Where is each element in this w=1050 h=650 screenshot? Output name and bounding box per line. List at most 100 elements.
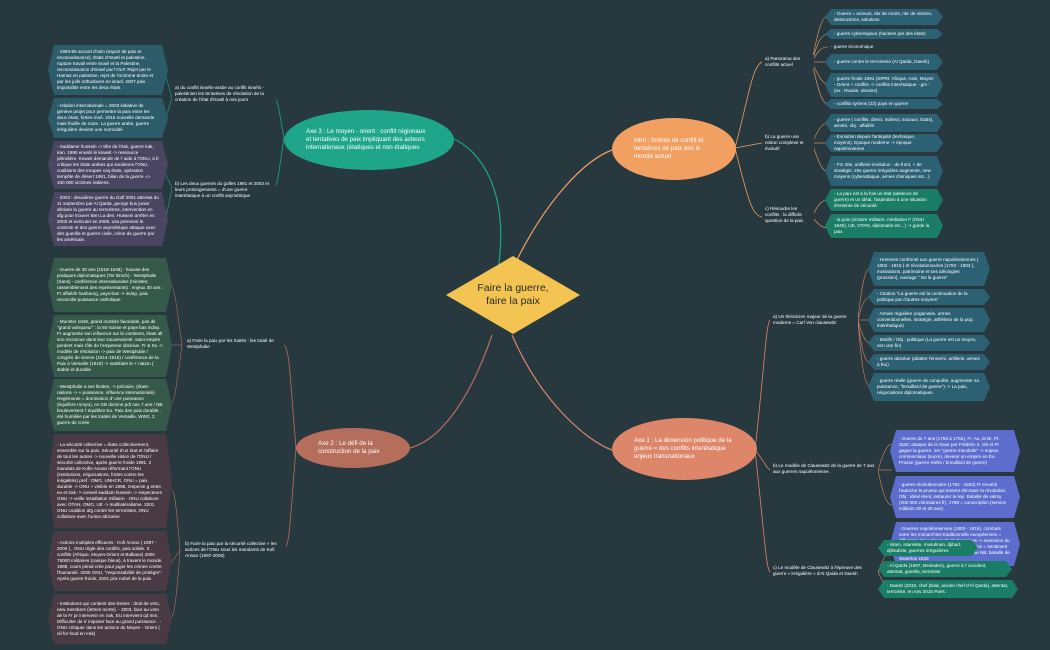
intro-branch-b[interactable]: b) La guerre une notion complexe et évol…: [762, 133, 814, 153]
axe1-leaf-a6-text: - guerre réelle (guerre de conquête, aug…: [877, 378, 979, 395]
axe2-leaf-b1[interactable]: - La sécurité collective = états collect…: [48, 434, 172, 528]
axe1-branch-c[interactable]: c) Le modèle de Clausewitz à l'épreuve d…: [770, 564, 878, 578]
intro-leaf-b3-text: - Fin 20e, artillerie évolution - de fro…: [834, 162, 931, 179]
intro-leaf-a5-text: - guerre froide 1991 (SIPRI: Afrique, As…: [834, 76, 934, 93]
axe2-leaf-a2-text: - Munster 1648, grand nombre favorable, …: [57, 319, 163, 372]
axe1-leaf-b1[interactable]: - Guerre de 7 ans (1756 à 1763), Fr, Au,…: [890, 430, 1020, 472]
axe1-leaf-a1[interactable]: - Hommes confronté aux guerre napoléonie…: [868, 252, 990, 286]
connector-intro-c: [734, 147, 763, 218]
axe1-branch-a-label: a) Un théoricien majeur de la guerre mod…: [773, 314, 847, 325]
axe2-leaf-b2[interactable]: - Actions multiples efficaces : Kofi Ann…: [48, 531, 172, 591]
axe3-leaf-a2[interactable]: - relation internationale = 2003 initiat…: [48, 98, 168, 138]
topic-intro[interactable]: intro : formes de conflit et tentatives …: [612, 118, 736, 180]
connector-axe2-b: [283, 447, 297, 551]
intro-leaf-a3[interactable]: - guerre économique: [828, 43, 908, 51]
axe2-leaf-b1-text: - La sécurité collective = états collect…: [57, 442, 162, 519]
intro-leaf-a4-text: - guerre contre le terrorisme (Al Qaïda,…: [834, 59, 929, 64]
intro-branch-c-label: c) Résoudre les conflits : la difficile …: [765, 206, 804, 223]
axe1-leaf-a4-text: - Motifs / Obj : politique (La guerre es…: [877, 337, 977, 348]
intro-leaf-a1[interactable]: - Guerre = acteurs, nbr de morts, nbr de…: [825, 9, 943, 25]
intro-leaf-b1-text: - guerre ( conflits, direct, indirect, s…: [834, 117, 934, 128]
axe1-leaf-c3[interactable]: - Daesh (2010, chef (Ibak, ancien chef d…: [878, 580, 1018, 598]
intro-branch-a[interactable]: a) Panorama des conflits actuel: [762, 55, 814, 69]
axe1-branch-b[interactable]: b) Le modèle de Clausewitz de la guerre …: [770, 462, 878, 476]
axe3-leaf-b2-text: - 2003 : deuxième guerre du Golf 2001 at…: [57, 195, 159, 242]
axe2-leaf-a3-text: - Westphalie a ses limites, -> précaire,…: [57, 384, 163, 425]
intro-leaf-c1-text: - La paix est à la fois un état (absence…: [834, 191, 927, 208]
axe2-leaf-b2-text: - Actions multiples efficaces : Kofi Ann…: [57, 540, 163, 581]
connector-axe2-a: [283, 344, 297, 449]
intro-leaf-b1[interactable]: - guerre ( conflits, direct, indirect, s…: [825, 114, 943, 132]
intro-leaf-a2-text: - guerre cyberespace (hackers par des ét…: [834, 31, 926, 36]
connector-axe1-a: [754, 319, 771, 451]
intro-leaf-a3-text: - guerre économique: [831, 44, 874, 49]
axe1-leaf-b2-text: - guerre révolutionnaire (1792 - 1803) F…: [899, 482, 1007, 511]
axe3-branch-b-label: b) Les deux guerres du golfes 1991 et 20…: [175, 181, 269, 198]
intro-branch-a-label: a) Panorama des conflits actuel: [765, 56, 801, 67]
axe3-leaf-a1[interactable]: - 1993-95 accord d'oslo (espoir de paix …: [48, 45, 168, 95]
axe1-leaf-a6[interactable]: - guerre réelle (guerre de conquête, aug…: [868, 373, 990, 401]
axe2-branch-a-label: a) Faire la paix par les traités : les t…: [187, 338, 274, 349]
axe2-branch-b[interactable]: b) Faire la paix par la sécurité collect…: [182, 540, 286, 560]
axe1-leaf-a2[interactable]: - Citation "La guerre est la continuatio…: [868, 289, 990, 305]
central-topic-label: Faire la guerre, faire la paix: [477, 282, 549, 307]
intro-leaf-a6-text: - conflits syriens (22) pays en guerre: [834, 101, 909, 106]
axe1-leaf-a4[interactable]: - Motifs / Obj : politique (La guerre es…: [868, 335, 990, 351]
topic-axe1-label: Axe 1 : La dimension politique de la gue…: [634, 437, 732, 460]
axe2-leaf-b3-text: - Institutions qui contient des limites …: [57, 601, 162, 636]
axe2-leaf-a3[interactable]: - Westphalie a ses limites, -> précaire,…: [48, 379, 172, 431]
intro-leaf-c2-text: - la paix (victoire militaire, médiation…: [834, 217, 930, 234]
axe1-leaf-a3[interactable]: - Armée régulière (organisée, armes conv…: [868, 308, 990, 332]
axe1-leaf-c2-text: - Al Qaïda (1987, Benladen), guerre à l'…: [887, 563, 987, 574]
intro-leaf-b2-text: - Evolution depuis l'antiquité (techniqu…: [834, 134, 916, 151]
intro-leaf-a6[interactable]: - conflits syriens (22) pays en guerre: [825, 99, 943, 109]
axe2-leaf-b3[interactable]: - Institutions qui contient des limites …: [48, 594, 172, 644]
axe3-branch-a[interactable]: a) du conflit israélo-arabe au conflit i…: [172, 84, 276, 104]
axe1-leaf-a2-text: - Citation "La guerre est la continuatio…: [877, 291, 968, 302]
axe2-leaf-a1-text: - Guerre de 30 ans (1618-1648) : hausse …: [57, 267, 163, 302]
topic-axe2-label: Axe 2 : Le défi de la construction de la…: [318, 440, 380, 455]
axe1-leaf-a5-text: - guerre absolue (abattre l'ennemi, arti…: [877, 356, 980, 367]
axe3-leaf-b2[interactable]: - 2003 : deuxième guerre du Golf 2001 at…: [48, 192, 168, 246]
connector-center-axe2: [409, 334, 493, 449]
axe1-leaf-a1-text: - Hommes confronté aux guerre napoléonie…: [877, 257, 979, 280]
intro-leaf-b2[interactable]: - Evolution depuis l'antiquité (techniqu…: [825, 134, 943, 152]
axe3-branch-b[interactable]: b) Les deux guerres du golfes 1991 et 20…: [172, 180, 276, 200]
connector-center-axe1: [511, 334, 613, 451]
topic-axe1[interactable]: Axe 1 : La dimension politique de la gue…: [612, 418, 757, 480]
intro-leaf-c2[interactable]: - la paix (victoire militaire, médiation…: [825, 214, 943, 238]
intro-branch-b-label: b) La guerre une notion complexe et évol…: [765, 134, 804, 151]
axe1-leaf-c3-text: - Daesh (2010, chef (Ibak, ancien chef d…: [887, 583, 1009, 594]
axe2-branch-a[interactable]: a) Faire la paix par les traités : les t…: [184, 337, 284, 351]
axe1-leaf-c1-text: - Islam, islamiste, musulman, djihad, dj…: [887, 542, 962, 553]
connector-center-axe3: [451, 137, 502, 271]
topic-axe2[interactable]: Axe 2 : Le défi de la construction de la…: [296, 428, 410, 468]
axe3-leaf-b1[interactable]: - Saddame hussein -> tête de l'irak, gue…: [48, 141, 168, 189]
axe2-leaf-a1[interactable]: - Guerre de 30 ans (1618-1648) : hausse …: [48, 258, 172, 312]
axe3-leaf-a2-text: - relation internationale = 2003 initiat…: [57, 103, 155, 132]
axe1-branch-b-label: b) Le modèle de Clausewitz de la guerre …: [773, 463, 875, 474]
axe2-leaf-a2[interactable]: - Munster 1648, grand nombre favorable, …: [48, 315, 172, 377]
connector-intro-b: [734, 142, 763, 149]
axe2-branch-b-label: b) Faire la paix par la sécurité collect…: [185, 541, 277, 558]
axe3-leaf-a1-text: - 1993-95 accord d'oslo (espoir de paix …: [57, 49, 154, 90]
topic-axe3-label: Axe 3 : Le moyen - orient : conflit régi…: [306, 128, 426, 151]
intro-branch-c[interactable]: c) Résoudre les conflits : la difficile …: [762, 205, 814, 225]
intro-leaf-a2[interactable]: - guerre cyberespace (hackers par des ét…: [825, 29, 943, 39]
axe1-leaf-c2[interactable]: - Al Qaïda (1987, Benladen), guerre à l'…: [878, 561, 1012, 577]
intro-leaf-a5[interactable]: - guerre froide 1991 (SIPRI: Afrique, As…: [825, 73, 943, 97]
intro-leaf-b3[interactable]: - Fin 20e, artillerie évolution - de fro…: [825, 156, 943, 186]
axe1-branch-a[interactable]: a) Un théoricien majeur de la guerre mod…: [770, 313, 858, 327]
axe1-branch-c-label: c) Le modèle de Clausewitz à l'épreuve d…: [773, 565, 862, 576]
axe1-leaf-a5[interactable]: - guerre absolue (abattre l'ennemi, arti…: [868, 354, 990, 370]
intro-leaf-a4[interactable]: - guerre contre le terrorisme (Al Qaïda,…: [825, 54, 943, 70]
axe1-leaf-c1[interactable]: - Islam, islamiste, musulman, djihad, dj…: [878, 540, 978, 556]
connector-center-intro: [511, 149, 613, 271]
intro-leaf-a1-text: - Guerre = acteurs, nbr de morts, nbr de…: [834, 11, 933, 22]
topic-axe3[interactable]: Axe 3 : Le moyen - orient : conflit régi…: [284, 110, 454, 170]
intro-leaf-c1[interactable]: - La paix est à la fois un état (absence…: [825, 189, 943, 211]
connector-axe1-c: [754, 449, 771, 573]
axe1-leaf-b2[interactable]: - guerre révolutionnaire (1792 - 1803) F…: [890, 476, 1020, 518]
axe1-leaf-a3-text: - Armée régulière (organisée, armes conv…: [877, 311, 974, 328]
